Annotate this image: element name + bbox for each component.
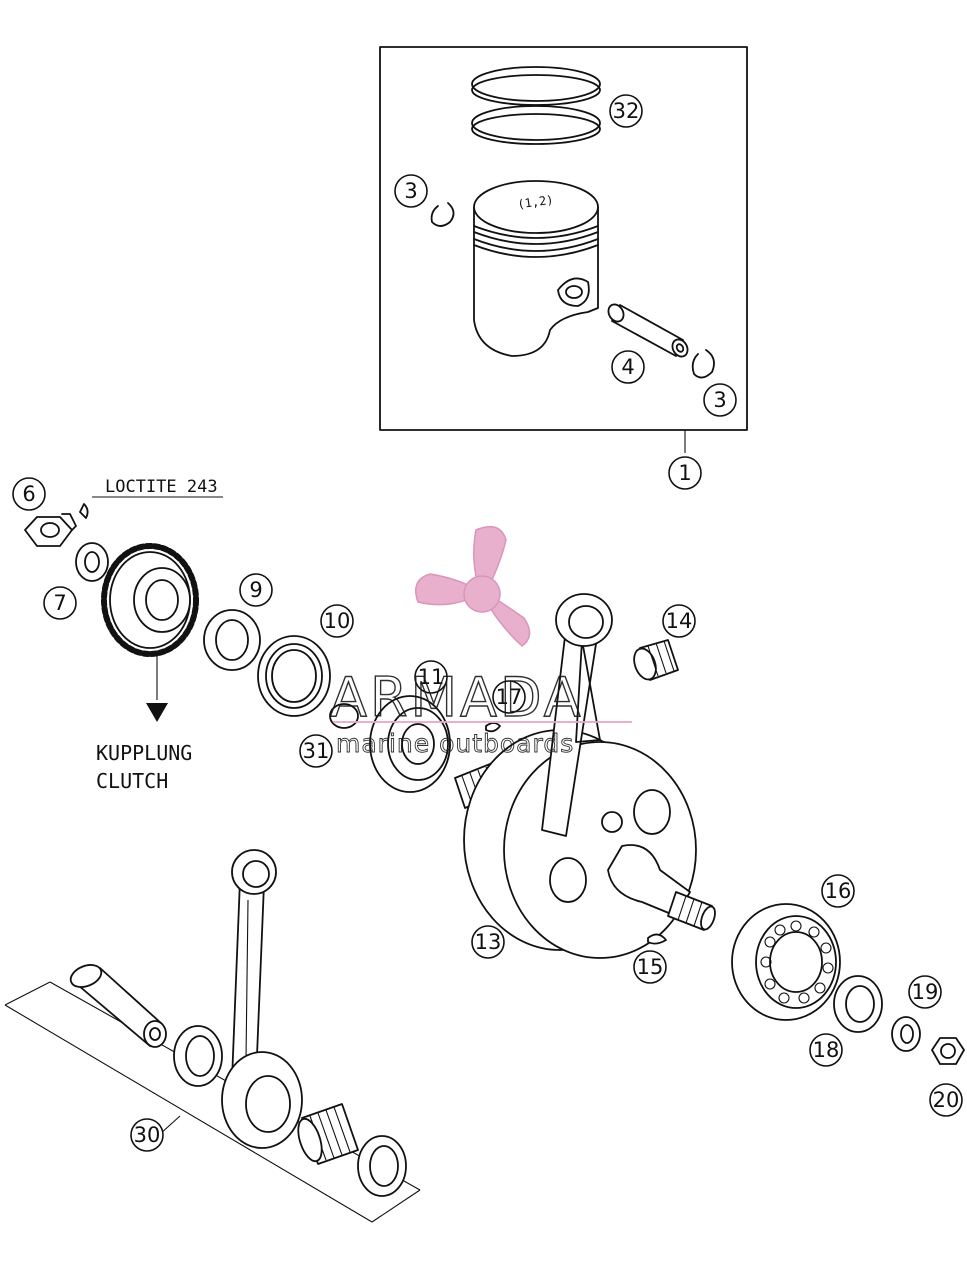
bearing-11	[369, 695, 451, 793]
callout-20[interactable]: 20	[929, 1083, 963, 1117]
svg-text:20: 20	[933, 1088, 960, 1112]
shaft-seal-10	[257, 635, 331, 717]
svg-text:4: 4	[621, 355, 634, 379]
svg-text:3: 3	[404, 179, 417, 203]
svg-text:9: 9	[249, 578, 262, 602]
piston-mark: (1,2)	[517, 193, 555, 212]
callout-13[interactable]: 13	[471, 925, 505, 959]
svg-text:32: 32	[613, 99, 640, 123]
loctite-note: LOCTITE 243	[105, 477, 218, 497]
needle-bearing-14	[633, 639, 679, 681]
watermark: ARMADA marine outboards	[329, 525, 632, 758]
piston-kit-group: (1,2)	[379, 46, 748, 453]
crankshaft-13	[454, 729, 716, 959]
piston: (1,2)	[473, 180, 599, 357]
callout-30[interactable]: 30	[130, 1118, 164, 1152]
propeller-logo-icon	[415, 525, 531, 647]
watermark-brand: ARMADA	[330, 666, 584, 729]
nut-20	[931, 1037, 965, 1065]
bearing-16	[731, 903, 841, 1021]
callout-19[interactable]: 19	[908, 975, 942, 1009]
callout-32[interactable]: 32	[609, 94, 643, 128]
svg-text:18: 18	[813, 1038, 840, 1062]
svg-text:15: 15	[637, 955, 664, 979]
o-ring-31	[329, 703, 359, 729]
conrod-kit-30	[4, 849, 421, 1223]
circlip-left	[430, 202, 455, 227]
svg-text:19: 19	[912, 980, 939, 1004]
circlip-right	[691, 349, 715, 379]
callout-14[interactable]: 14	[662, 604, 696, 638]
svg-text:6: 6	[22, 482, 35, 506]
callout-7[interactable]: 7	[43, 586, 77, 620]
callout-31[interactable]: 31	[299, 734, 333, 768]
callouts: 32 3 4 3 1 6 7 9 10 11 17 14 31 13 15 16…	[12, 94, 963, 1152]
connecting-rod	[541, 593, 613, 837]
washer-18	[833, 975, 883, 1033]
callout-17[interactable]: 17	[492, 680, 526, 714]
callout-3-bottom[interactable]: 3	[703, 383, 737, 417]
lock-washer-19	[891, 1016, 921, 1052]
loctite-drop	[79, 503, 89, 519]
svg-text:17: 17	[496, 685, 523, 709]
callout-11[interactable]: 11	[414, 660, 448, 694]
primary-gear	[101, 543, 199, 722]
spacer-ring-9	[203, 609, 261, 671]
clutch-note-en: CLUTCH	[96, 769, 168, 793]
svg-text:30: 30	[134, 1123, 161, 1147]
callout-3-top[interactable]: 3	[394, 174, 428, 208]
woodruff-key-17	[485, 722, 501, 733]
svg-text:31: 31	[303, 739, 330, 763]
callout-15[interactable]: 15	[633, 950, 667, 984]
callout-9[interactable]: 9	[239, 573, 273, 607]
nut-6	[24, 513, 77, 547]
callout-4[interactable]: 4	[611, 350, 645, 384]
wrist-pin	[607, 303, 689, 358]
lock-washer-7	[75, 542, 109, 582]
callout-18[interactable]: 18	[809, 1033, 843, 1067]
callout-16[interactable]: 16	[821, 874, 855, 908]
svg-text:3: 3	[713, 388, 726, 412]
svg-text:16: 16	[825, 879, 852, 903]
callout-6[interactable]: 6	[12, 477, 46, 511]
piston-kit-frame	[379, 46, 748, 431]
callout-10[interactable]: 10	[320, 604, 354, 638]
svg-text:1: 1	[678, 461, 691, 485]
piston-rings	[471, 66, 601, 145]
svg-text:7: 7	[53, 591, 66, 615]
svg-text:14: 14	[666, 609, 693, 633]
woodruff-key-15	[647, 933, 667, 945]
watermark-tagline: marine outboards	[336, 729, 574, 758]
callout-1[interactable]: 1	[668, 456, 702, 490]
svg-text:10: 10	[324, 609, 351, 633]
clutch-note-de: KUPPLUNG	[96, 741, 192, 765]
svg-text:11: 11	[418, 665, 445, 689]
clutch-arrow	[146, 703, 168, 722]
svg-text:13: 13	[475, 930, 502, 954]
